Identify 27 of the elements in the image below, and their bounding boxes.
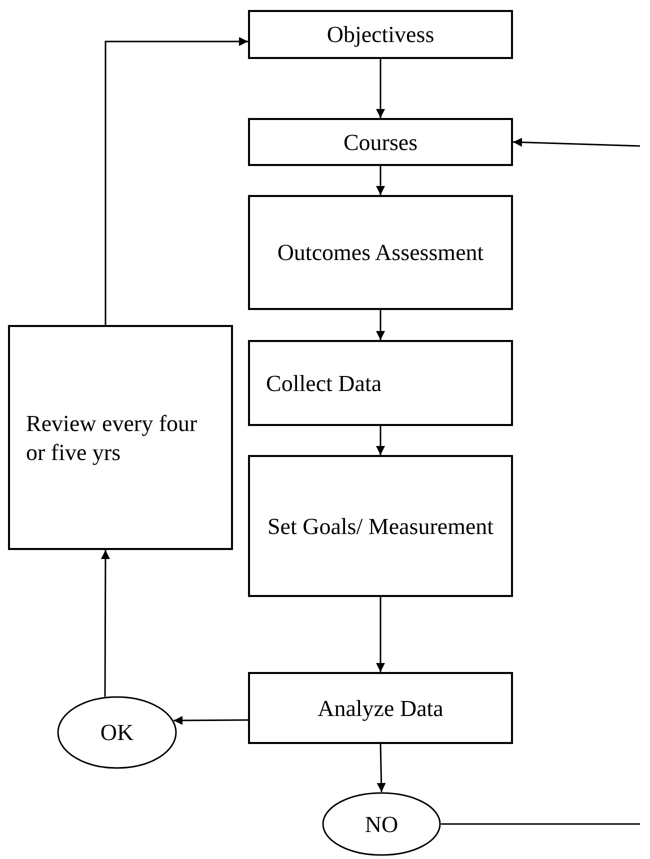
- process-box: [248, 195, 513, 310]
- arrow: [376, 426, 385, 455]
- node-label: Objectivess: [326, 21, 434, 49]
- arrow: [376, 59, 385, 118]
- arrow: [174, 716, 248, 725]
- node-label: NO: [364, 810, 398, 838]
- node-label: Collect Data: [266, 370, 382, 398]
- process-box: [248, 672, 513, 744]
- arrow: [376, 310, 385, 340]
- arrow: [376, 744, 386, 792]
- node-label: Outcomes Assessment: [277, 239, 484, 267]
- arrow: [100, 550, 110, 697]
- arrow: [376, 166, 385, 195]
- node-label: Courses: [343, 128, 418, 156]
- arrow: [512, 138, 640, 147]
- node-label: OK: [100, 719, 134, 747]
- node-label: Analyze Data: [318, 694, 444, 722]
- connector-line: [441, 823, 640, 825]
- node-label: Set Goals/ Measurement: [267, 512, 494, 540]
- arrow: [376, 597, 385, 672]
- node-label: Review every four or five yrs: [26, 410, 198, 466]
- arrow: [104, 37, 248, 325]
- process-box: [248, 340, 513, 426]
- process-box: [248, 118, 513, 166]
- process-box: [248, 455, 513, 597]
- process-box: [8, 325, 233, 550]
- process-box: [248, 10, 513, 59]
